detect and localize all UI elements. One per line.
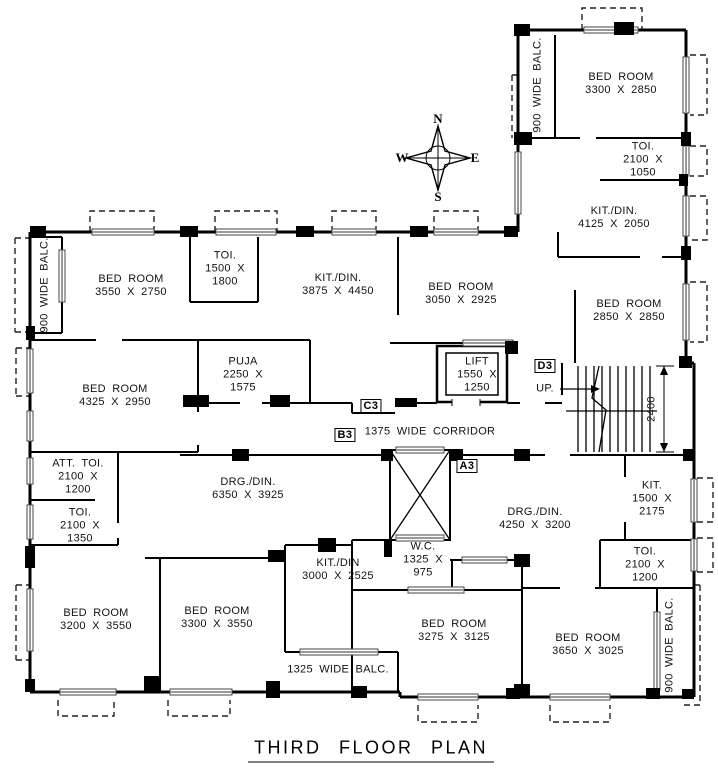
staircase	[560, 365, 657, 453]
windows	[26, 26, 698, 701]
dimension-line	[656, 365, 674, 453]
balcony-label-left: 900 WIDE BALC.	[38, 237, 51, 333]
corridor-label: 1375 WIDE CORRIDOR	[364, 425, 496, 438]
marker-a3: A3	[456, 459, 478, 473]
stair-up-label: UP.	[536, 382, 554, 395]
balcony-label-right: 900 WIDE BALC.	[663, 597, 676, 693]
page-title: THIRD FLOOR PLAN	[247, 738, 495, 763]
compass-rose	[403, 123, 473, 193]
balcony-label-wing: 900 WIDE BALC.	[531, 37, 544, 133]
duct-shaft	[389, 449, 451, 541]
balcony-label-bottom: 1325 WIDE BALC.	[287, 663, 389, 676]
columns	[25, 22, 694, 699]
marker-c3: C3	[360, 399, 382, 413]
room-label-kitchen-dining-top: KIT./DIN.3875 X 4450	[302, 272, 374, 297]
room-label-drawing-dining-right: DRG./DIN.4250 X 3200	[499, 506, 571, 531]
room-label-drawing-dining-left: DRG./DIN.6350 X 3925	[212, 476, 284, 501]
stair-dimension-label: 2400	[645, 396, 658, 422]
compass-south-label: S	[434, 189, 442, 204]
marker-b3: B3	[334, 428, 356, 442]
compass-west-label: W	[395, 150, 409, 165]
marker-d3: D3	[534, 359, 556, 373]
compass-east-label: E	[470, 150, 480, 165]
room-label-kitchen-dining-wing: KIT./DIN.4125 X 2050	[578, 205, 650, 230]
compass-north-label: N	[433, 111, 443, 126]
